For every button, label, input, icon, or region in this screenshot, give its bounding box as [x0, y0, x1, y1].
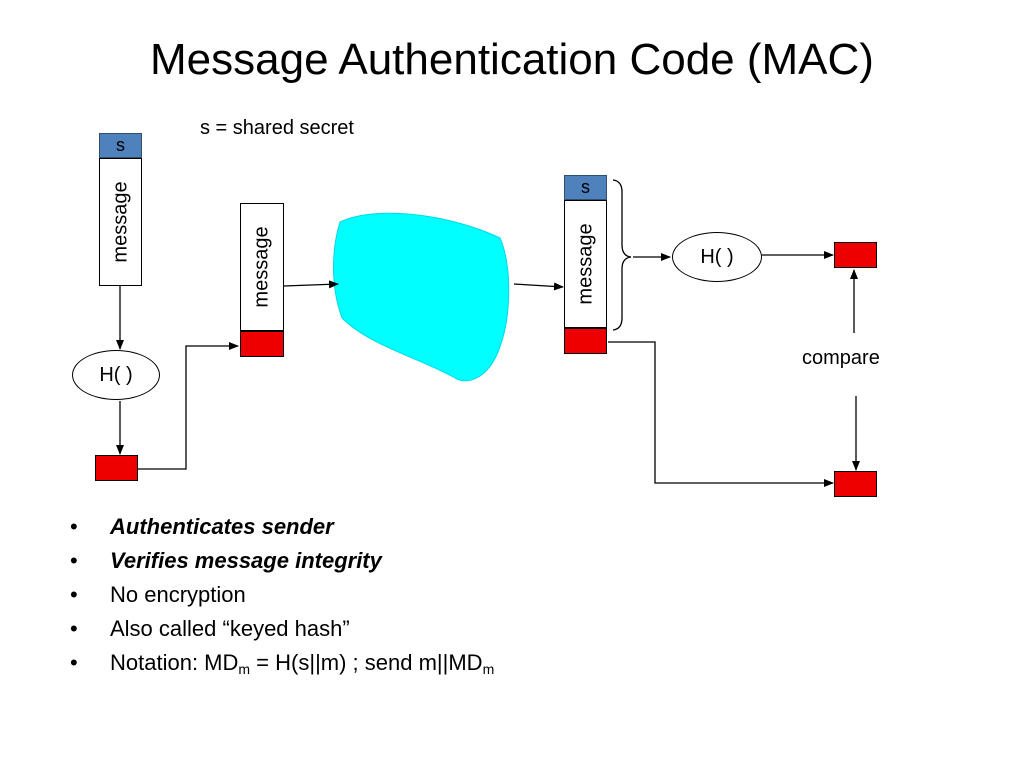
arrow-network-to-receiver: [513, 282, 564, 291]
sender-message-box: message: [99, 158, 142, 286]
compare-label: compare: [802, 347, 880, 369]
sender-mac-box: [95, 455, 138, 481]
sender-secret-box: s: [99, 133, 142, 158]
notation-prefix: Notation: MD: [110, 650, 239, 675]
notation-subscript: m: [238, 661, 251, 677]
received-mac-box: [834, 471, 877, 497]
notation-subscript: m: [482, 661, 495, 677]
bullet-text: No encryption: [110, 582, 246, 607]
bullet-item: No encryption: [70, 578, 494, 612]
bullet-list: Authenticates sender Verifies message in…: [70, 510, 494, 680]
slide-title: Message Authentication Code (MAC): [150, 35, 874, 84]
bullet-item: Also called “keyed hash”: [70, 612, 494, 646]
arrow-received-mac-route: [608, 341, 834, 487]
bullet-text: Also called “keyed hash”: [110, 616, 350, 641]
network-cloud: [333, 212, 510, 382]
bullet-text: Authenticates sender: [110, 514, 334, 539]
computed-mac-box: [834, 242, 877, 268]
notation-middle: = H(s||m) ; send m||MD: [250, 650, 483, 675]
arrow-packet-to-network: [283, 280, 339, 289]
sender-hash-function: H( ): [72, 350, 160, 400]
packet-message-box: message: [240, 203, 284, 331]
receiver-message-label: message: [574, 223, 596, 305]
receiver-mac-box: [564, 328, 607, 354]
sender-message-label: message: [109, 181, 131, 263]
receiver-hash-function: H( ): [672, 232, 762, 282]
receiver-secret-box: s: [564, 175, 607, 200]
bullet-item: Authenticates sender: [70, 510, 494, 544]
packet-mac-box: [240, 331, 284, 357]
brace: [612, 179, 632, 331]
bullet-text: Verifies message integrity: [110, 548, 382, 573]
packet-message-label: message: [250, 226, 273, 308]
bullet-item: Verifies message integrity: [70, 544, 494, 578]
arrow-mac-to-packet: [138, 342, 239, 470]
shared-secret-note: s = shared secret: [200, 117, 354, 139]
bullet-item-notation: Notation: MDm = H(s||m) ; send m||MDm: [70, 646, 494, 680]
receiver-message-box: message: [564, 200, 607, 328]
